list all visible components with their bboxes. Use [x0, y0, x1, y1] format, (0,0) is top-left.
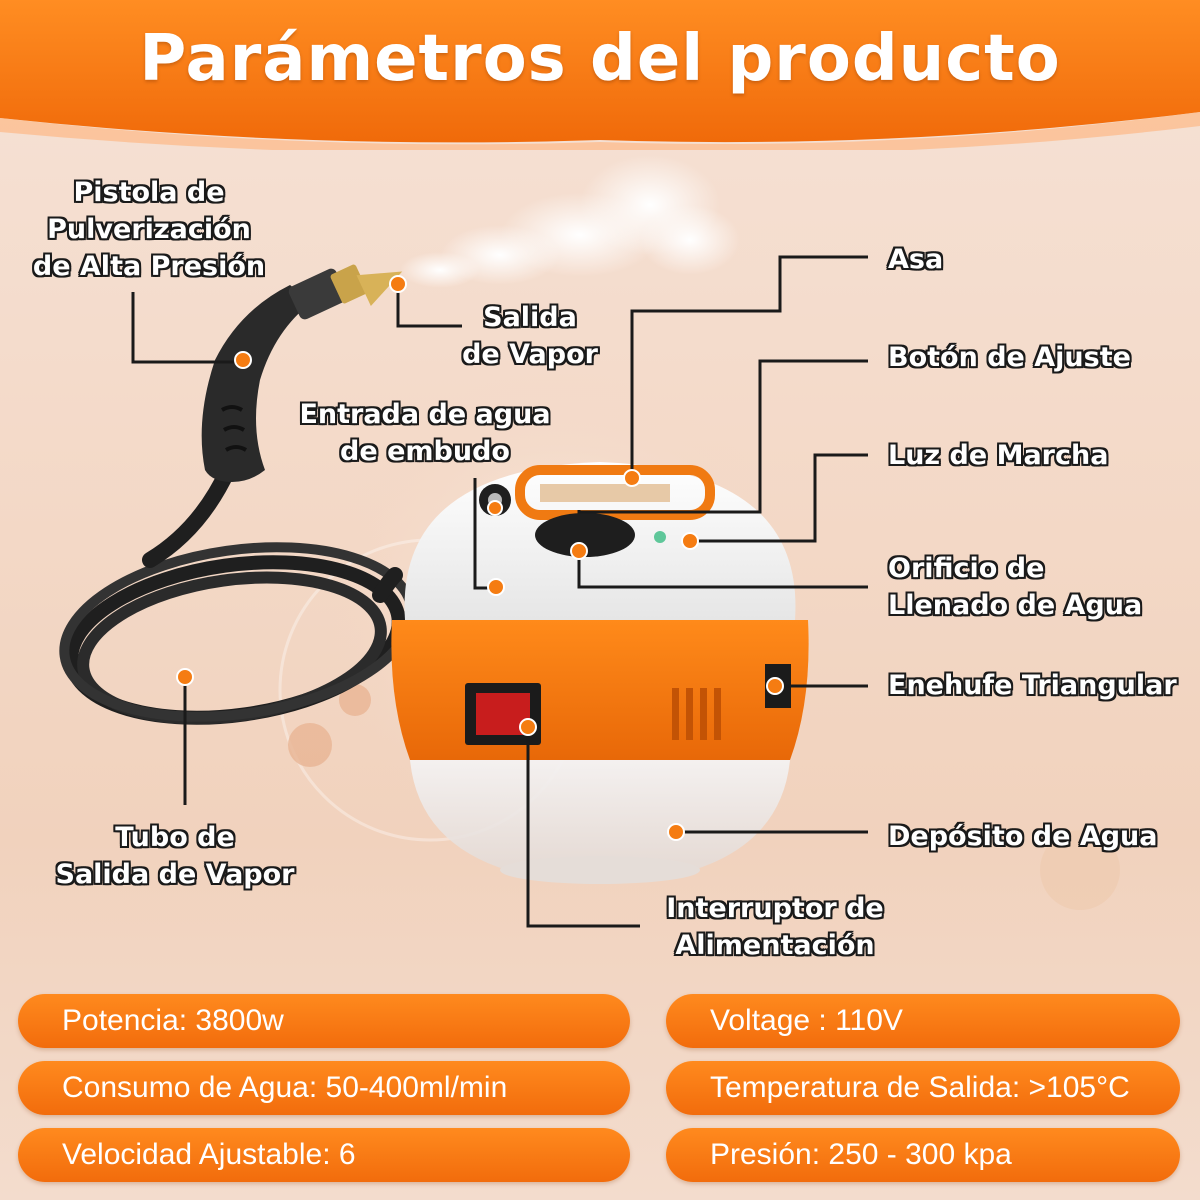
label-funnel-inlet: Entrada de agua de embudo — [299, 399, 551, 467]
spec-text: Velocidad Ajustable: 6 — [62, 1138, 356, 1171]
steam-outlet-marker — [389, 275, 407, 293]
label-steam-outlet: Salida de Vapor — [462, 302, 598, 370]
callout-lines — [131, 255, 868, 928]
handle-marker — [623, 469, 641, 487]
spray-gun-marker — [234, 351, 252, 369]
label-handle: Asa — [888, 244, 944, 275]
header-banner: Parámetros del producto — [0, 0, 1200, 150]
spec-text: Temperatura de Salida: >105°C — [710, 1071, 1130, 1104]
spec-pill-adjustable-speed: Velocidad Ajustable: 6 — [18, 1128, 630, 1182]
spec-pill-output-temperature: Temperatura de Salida: >105°C — [666, 1061, 1180, 1115]
label-adjust-button: Botón de Ajuste — [888, 342, 1131, 373]
triangular-plug-marker — [766, 677, 784, 695]
spec-text: Potencia: 3800w — [62, 1004, 284, 1037]
spec-text: Presión: 250 - 300 kpa — [710, 1138, 1012, 1171]
steamer-body — [391, 462, 809, 884]
spec-text: Consumo de Agua: 50-400ml/min — [62, 1071, 508, 1104]
background-bubble — [1040, 830, 1120, 910]
label-triangular-plug: Enehufe Triangular — [888, 670, 1177, 701]
background-molecule — [339, 684, 371, 716]
spray-gun — [201, 264, 403, 482]
steam-cloud — [400, 155, 740, 288]
label-spray-gun: Pistola de Pulverización de Alta Presión — [32, 177, 266, 282]
funnel-inlet-marker — [487, 578, 505, 596]
steam-hose-marker — [176, 668, 194, 686]
product-illustration — [59, 155, 1120, 928]
label-steam-hose: Tubo de Salida de Vapor — [55, 822, 295, 890]
spec-text: Voltage : 110V — [710, 1004, 903, 1037]
spec-pill-water-consumption: Consumo de Agua: 50-400ml/min — [18, 1061, 630, 1115]
label-power-switch: Interruptor de Alimentación — [666, 893, 884, 961]
adjust-button-marker — [487, 500, 503, 516]
spec-pill-voltage: Voltage : 110V — [666, 994, 1180, 1048]
header-background — [0, 0, 1200, 150]
label-run-light: Luz de Marcha — [888, 440, 1109, 471]
label-water-tank: Depósito de Agua — [888, 821, 1158, 852]
fill-hole-marker — [570, 542, 588, 560]
water-tank-marker — [667, 823, 685, 841]
spec-pill-power: Potencia: 3800w — [18, 994, 630, 1048]
label-fill-hole: Orificio de Llenado de Agua — [888, 553, 1143, 621]
spec-pill-pressure: Presión: 250 - 300 kpa — [666, 1128, 1180, 1182]
background-molecule — [288, 723, 332, 767]
page-title: Parámetros del producto — [139, 22, 1061, 96]
power-switch-marker — [519, 718, 537, 736]
run-light-marker — [681, 532, 699, 550]
